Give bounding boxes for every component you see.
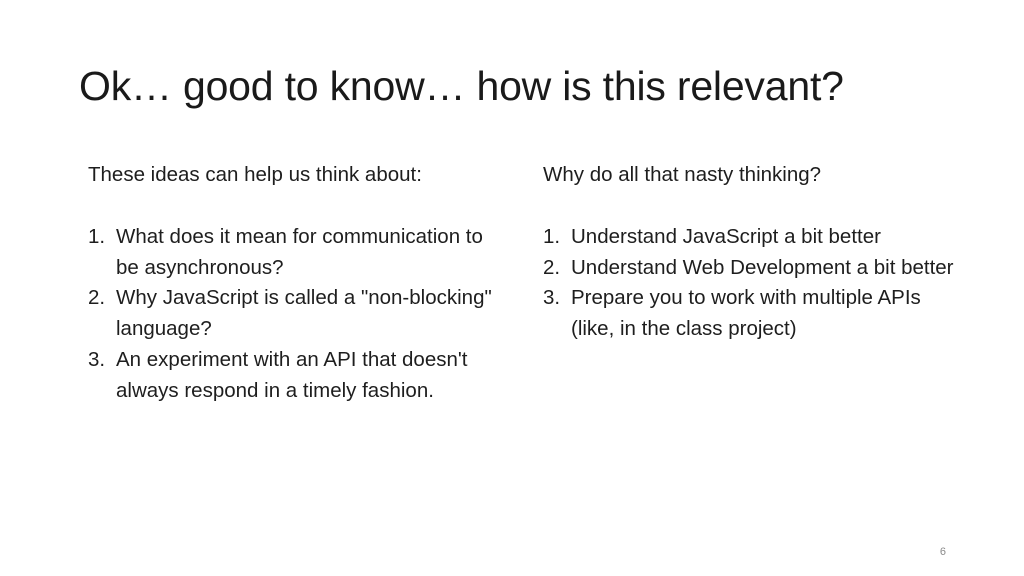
list-item-text: Understand Web Development a bit better <box>571 255 954 279</box>
list-item: 3. Prepare you to work with multiple API… <box>543 283 963 345</box>
left-column: These ideas can help us think about: 1. … <box>88 160 508 407</box>
list-item-number: 2. <box>543 255 561 279</box>
left-column-intro: These ideas can help us think about: <box>88 163 422 186</box>
list-item-text: Prepare you to work with multiple APIs (… <box>571 286 921 341</box>
list-item-number: 1. <box>88 224 106 248</box>
right-column-intro: Why do all that nasty thinking? <box>543 163 822 186</box>
list-item: 2. Why JavaScript is called a "non-block… <box>88 283 508 345</box>
list-item-number: 3. <box>88 347 106 371</box>
list-item: 3. An experiment with an API that doesn'… <box>88 345 508 407</box>
list-item-text: Understand JavaScript a bit better <box>571 224 881 248</box>
right-column: Why do all that nasty thinking? 1. Under… <box>543 160 963 345</box>
list-item-text: Why JavaScript is called a "non-blocking… <box>116 286 492 341</box>
slide-title: Ok… good to know… how is this relevant? <box>79 63 844 109</box>
left-numbered-list: 1. What does it mean for communication t… <box>88 222 508 407</box>
list-item-number: 1. <box>543 224 561 248</box>
right-numbered-list: 1. Understand JavaScript a bit better 2.… <box>543 222 963 345</box>
list-item: 1. Understand JavaScript a bit better <box>543 222 963 253</box>
list-item-text: What does it mean for communication to b… <box>116 224 483 279</box>
list-item-number: 3. <box>543 286 561 310</box>
list-item-text: An experiment with an API that doesn't a… <box>116 347 468 402</box>
list-item: 2. Understand Web Development a bit bett… <box>543 253 963 284</box>
page-number: 6 <box>939 546 946 558</box>
list-item: 1. What does it mean for communication t… <box>88 222 508 284</box>
list-item-number: 2. <box>88 286 106 310</box>
